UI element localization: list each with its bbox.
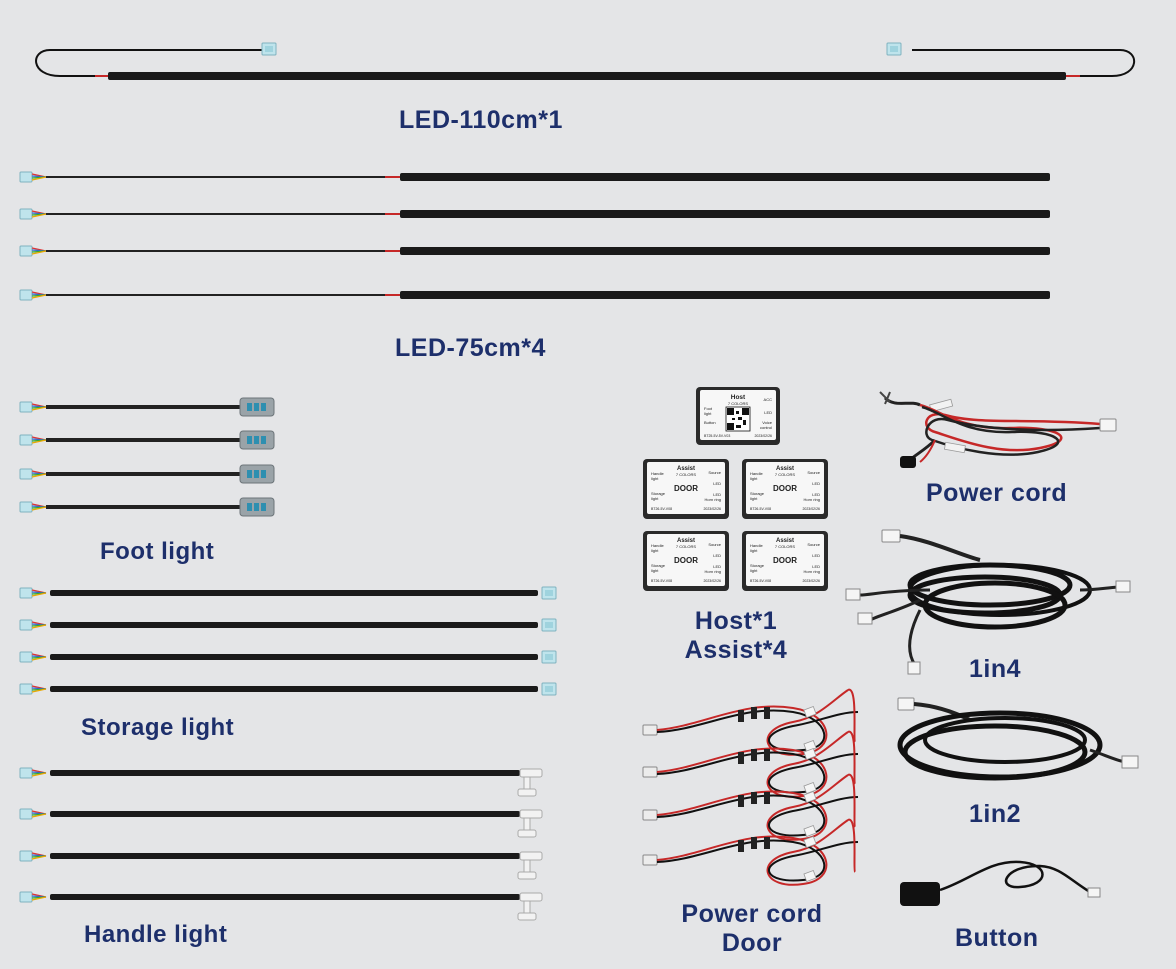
svg-text:light: light xyxy=(651,568,659,573)
svg-text:Assist: Assist xyxy=(776,466,794,472)
svg-text:Source: Source xyxy=(708,470,721,475)
label-power-door-line1: Power cord xyxy=(681,900,823,928)
handle-lights xyxy=(19,767,543,921)
storage-lights xyxy=(19,586,557,696)
button-switch xyxy=(900,860,1101,906)
svg-text:Source: Source xyxy=(708,542,721,547)
host-left-2: light xyxy=(704,411,712,416)
host-right-2: LED xyxy=(764,410,772,415)
svg-text:light: light xyxy=(750,548,758,553)
svg-text:DOOR: DOOR xyxy=(773,556,797,565)
svg-text:DOOR: DOOR xyxy=(674,556,698,565)
svg-text:Assist: Assist xyxy=(776,538,794,544)
svg-text:DOOR: DOOR xyxy=(674,484,698,493)
svg-text:Handle: Handle xyxy=(651,543,664,548)
svg-text:Storage: Storage xyxy=(750,491,765,496)
svg-text:BT26-5V-V08: BT26-5V-V08 xyxy=(750,579,771,583)
label-power-door-line2: Door xyxy=(721,929,783,957)
label-power-cord: Power cord xyxy=(926,479,1068,507)
svg-text:LED: LED xyxy=(812,553,820,558)
led-110-strip xyxy=(35,42,1136,80)
svg-text:Assist: Assist xyxy=(677,538,695,544)
host-footer-left: BT25-5V-5V-V03 xyxy=(704,434,730,438)
svg-text:light: light xyxy=(750,496,758,501)
svg-text:7 COLORS: 7 COLORS xyxy=(775,544,796,549)
assist-module-3: Assist 7 COLORS DOOR Handle light Storag… xyxy=(643,531,729,591)
svg-text:light: light xyxy=(651,476,659,481)
svg-text:light: light xyxy=(750,476,758,481)
label-foot-light: Foot light xyxy=(100,538,215,565)
foot-lights xyxy=(19,397,275,517)
svg-text:Horn ring: Horn ring xyxy=(804,569,820,574)
label-host-assist: Host*1 Assist*4 xyxy=(676,607,796,665)
svg-text:LED: LED xyxy=(713,492,721,497)
power-cord-harness xyxy=(879,391,1117,468)
label-storage-light: Storage light xyxy=(81,714,235,741)
svg-text:Storage: Storage xyxy=(651,563,666,568)
svg-text:2023/02/26: 2023/02/26 xyxy=(703,507,721,511)
label-button: Button xyxy=(955,924,1039,952)
svg-text:light: light xyxy=(651,496,659,501)
svg-text:7 COLORS: 7 COLORS xyxy=(676,472,697,477)
label-1in4: 1in4 xyxy=(969,655,1022,683)
label-host-line2: Assist*4 xyxy=(684,636,788,664)
svg-text:LED: LED xyxy=(812,492,820,497)
svg-text:LED: LED xyxy=(812,481,820,486)
svg-text:DOOR: DOOR xyxy=(773,484,797,493)
svg-text:Horn ring: Horn ring xyxy=(804,497,820,502)
host-module: Host 7 COLORS Foot light Button ACC LED … xyxy=(696,387,780,445)
svg-text:BT26-5V-V08: BT26-5V-V08 xyxy=(651,579,672,583)
svg-text:Storage: Storage xyxy=(651,491,666,496)
svg-text:7 COLORS: 7 COLORS xyxy=(775,472,796,477)
svg-text:LED: LED xyxy=(713,564,721,569)
svg-text:LED: LED xyxy=(713,481,721,486)
svg-text:Source: Source xyxy=(807,470,820,475)
label-led-110: LED-110cm*1 xyxy=(399,106,563,134)
power-cord-door-bundles xyxy=(642,688,859,886)
one-in-four-harness xyxy=(845,529,1131,675)
assist-module-4: Assist 7 COLORS DOOR Handle light Storag… xyxy=(742,531,828,591)
svg-text:Horn ring: Horn ring xyxy=(705,497,721,502)
host-left-3: Button xyxy=(704,420,716,425)
svg-text:LED: LED xyxy=(713,553,721,558)
svg-text:Handle: Handle xyxy=(651,471,664,476)
host-right-4: control xyxy=(760,425,772,430)
host-right-1: ACC xyxy=(764,397,773,402)
svg-text:light: light xyxy=(651,548,659,553)
label-led-75: LED-75cm*4 xyxy=(395,334,546,362)
host-left-1: Foot xyxy=(704,406,713,411)
label-handle-light: Handle light xyxy=(84,921,228,948)
assist-module-1: Assist 7 COLORS DOOR Handle light Storag… xyxy=(643,459,729,519)
svg-text:BT26-5V-V08: BT26-5V-V08 xyxy=(651,507,672,511)
one-in-two-harness xyxy=(897,697,1139,781)
label-power-cord-door: Power cord Door xyxy=(672,900,832,958)
svg-text:Horn ring: Horn ring xyxy=(705,569,721,574)
svg-text:2023/02/26: 2023/02/26 xyxy=(703,579,721,583)
host-subtitle: 7 COLORS xyxy=(728,401,749,406)
assist-module-2: Assist 7 COLORS DOOR Handle light Storag… xyxy=(742,459,828,519)
svg-text:2023/02/26: 2023/02/26 xyxy=(802,579,820,583)
svg-text:light: light xyxy=(750,568,758,573)
qr-code xyxy=(725,406,751,432)
host-right-3: Voice xyxy=(762,420,773,425)
label-1in2: 1in2 xyxy=(969,800,1022,828)
label-host-line1: Host*1 xyxy=(694,607,778,635)
svg-text:7 COLORS: 7 COLORS xyxy=(676,544,697,549)
svg-text:2023/02/26: 2023/02/26 xyxy=(802,507,820,511)
host-title: Host xyxy=(731,394,746,401)
svg-text:Handle: Handle xyxy=(750,471,763,476)
svg-text:LED: LED xyxy=(812,564,820,569)
host-footer-right: 2023/02/26 xyxy=(754,434,772,438)
svg-text:Source: Source xyxy=(807,542,820,547)
svg-text:Assist: Assist xyxy=(677,466,695,472)
led-75-strips xyxy=(19,171,1050,301)
svg-text:Storage: Storage xyxy=(750,563,765,568)
svg-text:Handle: Handle xyxy=(750,543,763,548)
svg-text:BT26-5V-V08: BT26-5V-V08 xyxy=(750,507,771,511)
